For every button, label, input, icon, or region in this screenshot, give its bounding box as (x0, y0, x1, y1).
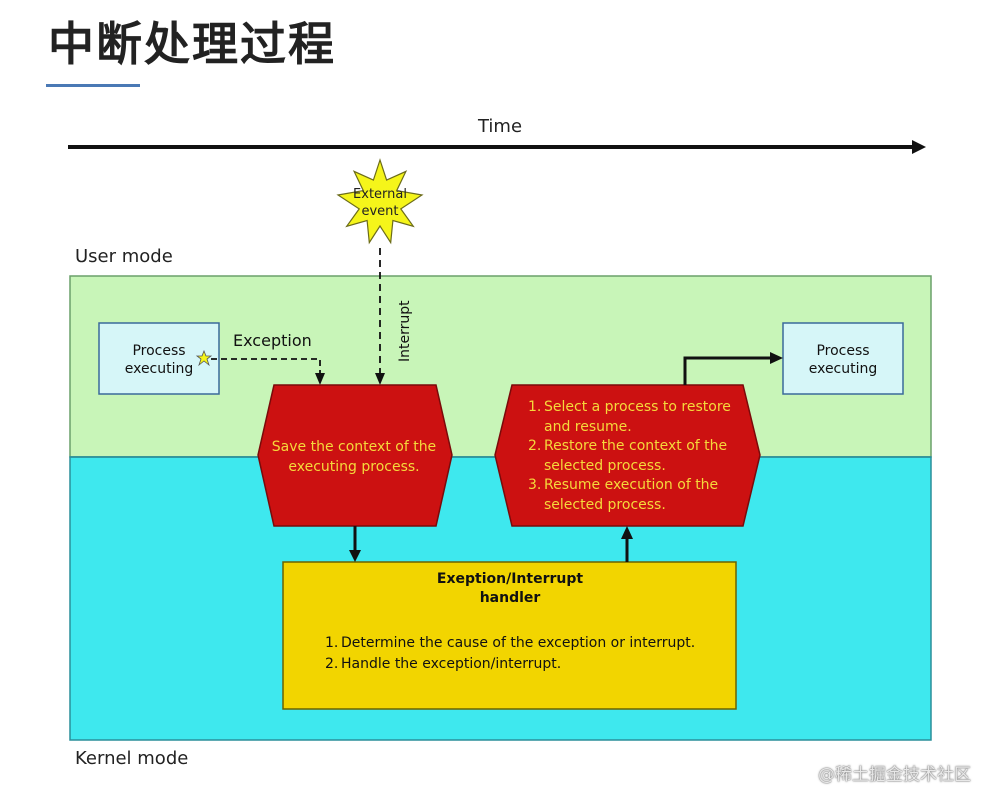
exception-label: Exception (233, 331, 312, 350)
save-context-hexagon (257, 384, 453, 527)
process-executing-left-label: Process executing (124, 343, 194, 377)
restore-steps-list: 1.Select a process to restore and resume… (528, 398, 743, 515)
external-event-label: External event (353, 187, 407, 219)
time-arrow-head (912, 140, 926, 154)
user-mode-label: User mode (75, 246, 173, 267)
process-executing-right-label: Process executing (808, 343, 878, 377)
restore-step: 2.Restore the context of the selected pr… (528, 438, 728, 474)
save-context-text: Save the context of the executing proces… (271, 439, 437, 475)
restore-step: 3.Resume execution of the selected proce… (528, 477, 719, 513)
resume-arrow (683, 356, 772, 385)
process-box-left (98, 322, 220, 395)
title-underline (46, 84, 140, 87)
watermark: @稀土掘金技术社区 (818, 765, 971, 785)
exception-star (195, 349, 213, 367)
handler-step: 2.Handle the exception/interrupt. (325, 656, 562, 672)
handler-step: 1.Determine the cause of the exception o… (325, 635, 696, 651)
interrupt-label: Interrupt (397, 300, 413, 362)
external-event-star (336, 158, 424, 245)
restore-step: 1.Select a process to restore and resume… (528, 399, 731, 435)
handler-steps-list: 1.Determine the cause of the exception o… (325, 633, 725, 675)
handler-title: Exeption/Interrupt handler (436, 571, 584, 606)
slide-title: 中断处理过程 (48, 17, 336, 71)
handler-box (282, 561, 737, 710)
time-label: Time (477, 116, 523, 137)
kernel-mode-label: Kernel mode (75, 748, 189, 769)
process-box-right (782, 322, 904, 395)
restore-hexagon (494, 384, 761, 527)
